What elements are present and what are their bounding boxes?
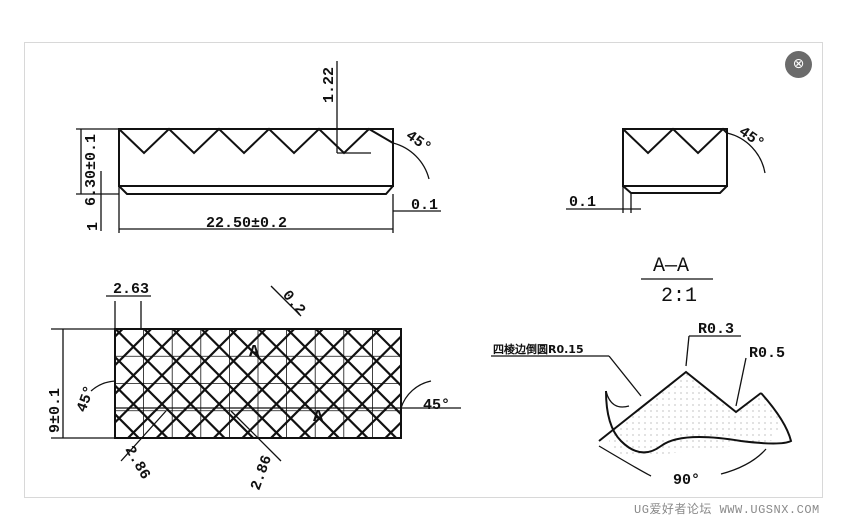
edge-note: 四棱边倒圆R0.15 [493, 342, 584, 356]
grid-line [269, 329, 381, 438]
width-dim: 9±0.1 [47, 388, 64, 433]
tip-radius: R0.3 [698, 321, 734, 338]
grid-line [115, 329, 210, 424]
angle-dim: 45° [402, 127, 434, 156]
section-chamfer-dim: 0.1 [569, 194, 596, 211]
tooth-depth-dim: 1.22 [321, 67, 338, 103]
base-dim: 1 [85, 222, 102, 231]
section-view: 0.1 45° A—A 2:1 [566, 123, 767, 308]
length-dim: 22.50±0.2 [206, 215, 287, 232]
gap-dim: 0.2 [278, 287, 308, 319]
grid-line [126, 329, 238, 438]
grid-line [212, 329, 324, 438]
grid-line [25, 329, 123, 479]
right-angle: 45° [423, 397, 450, 414]
diag-pitch-2: 2.86 [248, 453, 276, 493]
grid-line [155, 329, 267, 438]
section-title: A—A [653, 255, 689, 278]
plan-view: 2.63 0.2 9±0.1 45° 45° 2.86 2.86 A A [25, 281, 461, 493]
image-frame: 6.30±0.1 1 1.22 22.50±0.2 0.1 45° 0.1 45… [24, 42, 823, 498]
technical-drawing: 6.30±0.1 1 1.22 22.50±0.2 0.1 45° 0.1 45… [25, 61, 793, 493]
grid-line [115, 329, 181, 396]
close-button[interactable]: ⊗ [785, 51, 812, 78]
height-dim: 6.30±0.1 [83, 134, 100, 206]
grid-line [298, 335, 401, 438]
section-mark-a2: A [313, 408, 324, 427]
root-radius: R0.5 [749, 345, 785, 362]
detail-view: 四棱边倒圆R0.15 R0.3 R0.5 90° [491, 321, 793, 489]
grid-line [25, 329, 37, 479]
grid-line [115, 329, 152, 367]
section-mark-a1: A [249, 343, 260, 362]
watermark: UG爱好者论坛 WWW.UGSNX.COM [634, 503, 820, 517]
grid-line [355, 392, 401, 438]
front-view: 6.30±0.1 1 1.22 22.50±0.2 0.1 45° [76, 61, 441, 233]
left-angle: 45° [74, 384, 99, 415]
grid-line [115, 329, 124, 339]
chamfer-dim: 0.1 [411, 197, 438, 214]
section-angle-dim: 45° [735, 123, 767, 152]
detail-angle: 90° [673, 472, 700, 489]
grid-line [343, 329, 401, 388]
section-scale: 2:1 [661, 285, 697, 308]
grid-line [326, 363, 401, 438]
grid-line [240, 329, 353, 438]
grid-line [183, 329, 295, 438]
pitch-dim: 2.63 [113, 281, 149, 298]
grid-line [372, 329, 401, 359]
diag-pitch-1: 2.86 [121, 443, 154, 483]
grid-line [25, 329, 37, 479]
